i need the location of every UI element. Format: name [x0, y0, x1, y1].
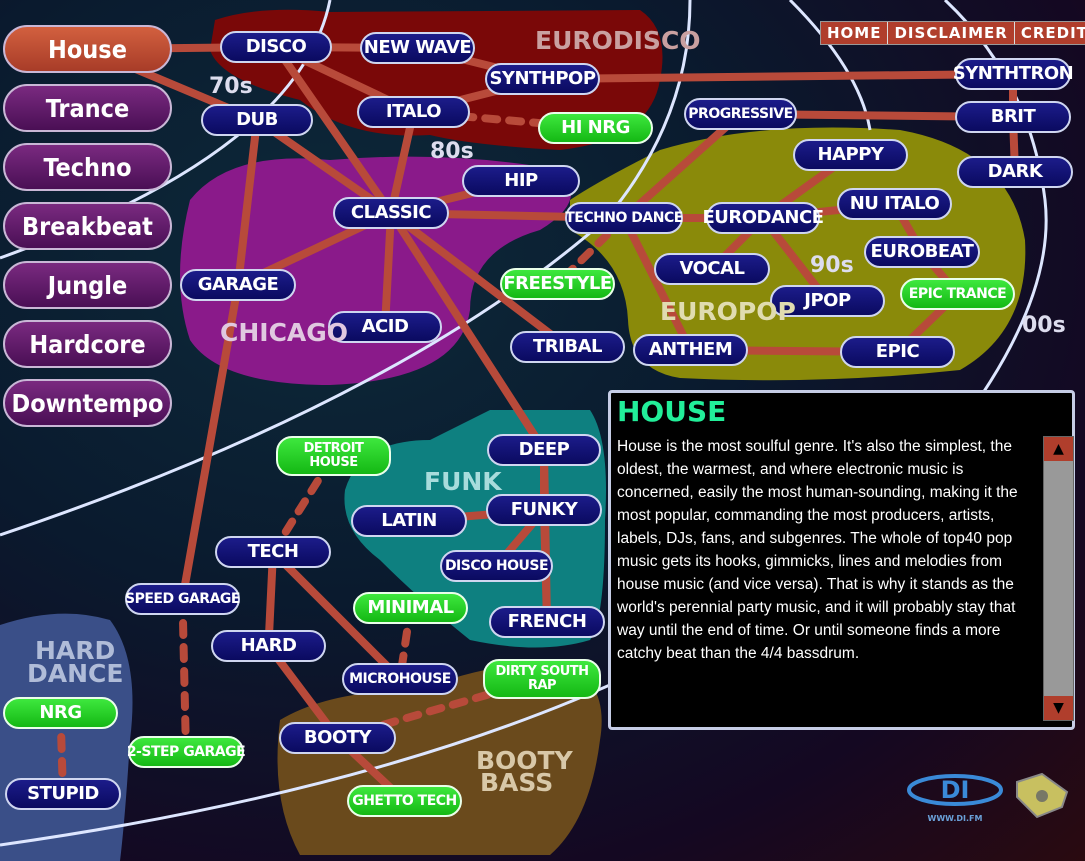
genre-node-discohouse[interactable]: DISCO HOUSE [440, 550, 553, 582]
genre-node-twostep[interactable]: 2-STEP GARAGE [127, 736, 246, 768]
satellite-icon [1016, 772, 1069, 819]
genre-node-french[interactable]: FRENCH [489, 606, 605, 638]
link-deep-french [540, 446, 551, 626]
genre-node-italo[interactable]: ITALO [357, 96, 470, 128]
region-label-booty-bass-2: BASS [480, 768, 554, 797]
di-url: WWW.DI.FM [927, 814, 983, 823]
menu-item-downtempo[interactable]: Downtempo [3, 379, 172, 427]
genre-node-garage[interactable]: GARAGE [180, 269, 296, 301]
genre-node-deep[interactable]: DEEP [487, 434, 601, 466]
genre-node-dub[interactable]: DUB [201, 104, 313, 136]
genre-node-anthem[interactable]: ANTHEM [633, 334, 748, 366]
scrollbar[interactable]: ▲ ▼ [1043, 436, 1074, 721]
link-synthpop-synthtron [538, 70, 1017, 83]
nav-home[interactable]: HOME [821, 22, 889, 44]
genre-node-synthtron[interactable]: SYNTHTRON [953, 58, 1074, 90]
genre-node-technodance[interactable]: TECHNO DANCE [565, 202, 683, 234]
genre-node-funky[interactable]: FUNKY [486, 494, 602, 526]
genre-node-eurodance[interactable]: EURODANCE [702, 202, 824, 234]
genre-node-vocal[interactable]: VOCAL [654, 253, 770, 285]
genre-node-classic[interactable]: CLASSIC [333, 197, 449, 229]
genre-node-hinrg[interactable]: HI NRG [538, 112, 653, 144]
genre-node-hip[interactable]: HIP [462, 165, 580, 197]
genre-node-nuitalo[interactable]: NU ITALO [837, 188, 952, 220]
link-technodance-anthem [620, 214, 695, 354]
genre-node-acid[interactable]: ACID [328, 311, 442, 343]
di-logo-icon: DI [907, 774, 1003, 806]
menu-item-breakbeat[interactable]: Breakbeat [3, 202, 172, 250]
menu-item-techno[interactable]: Techno [3, 143, 172, 191]
link-classic-tribal [387, 209, 572, 351]
era-label-70s: 70s [209, 74, 253, 99]
di-logo[interactable]: DI WWW.DI.FM [905, 768, 1005, 823]
genre-node-epic[interactable]: EPIC [840, 336, 955, 368]
genre-node-synthpop[interactable]: SYNTHPOP [485, 63, 600, 95]
genre-node-hard[interactable]: HARD [211, 630, 326, 662]
menu-item-trance[interactable]: Trance [3, 84, 172, 132]
era-label-90s: 90s [810, 253, 854, 278]
genre-node-tribal[interactable]: TRIBAL [510, 331, 625, 363]
genre-node-latin[interactable]: LATIN [351, 505, 467, 537]
genre-node-tech[interactable]: TECH [215, 536, 331, 568]
region-label-booty-bass-1: BOOTY [476, 746, 573, 775]
genre-info-panel: HOUSE House is the most soulful genre. I… [608, 390, 1075, 730]
menu-item-jungle[interactable]: Jungle [3, 261, 172, 309]
genre-node-jpop[interactable]: JPOP [770, 285, 885, 317]
menu-item-house[interactable]: House [3, 25, 172, 73]
link-technodance-progressive [620, 110, 745, 222]
menu-item-hardcore[interactable]: Hardcore [3, 320, 172, 368]
link-garage-speedgarage [178, 281, 242, 603]
genre-node-ghetto[interactable]: GHETTO TECH [347, 785, 462, 817]
link-italo-classic [387, 108, 418, 217]
genre-node-dark[interactable]: DARK [957, 156, 1073, 188]
nav-credits[interactable]: CREDITS [1014, 22, 1085, 44]
region-label-chicago: CHICAGO [220, 318, 349, 347]
genre-node-detroit[interactable]: DETROIT HOUSE [276, 436, 391, 476]
link-speedgarage-twostep [178, 595, 190, 756]
genre-node-newwave[interactable]: NEW WAVE [360, 32, 475, 64]
region-label-eurodisco: EURODISCO [535, 26, 701, 55]
svg-text:DI: DI [941, 776, 970, 804]
genre-node-speedgarage[interactable]: SPEED GARAGE [125, 583, 240, 615]
genre-description: House is the most soulful genre. It's al… [617, 438, 1018, 662]
genre-node-eurobeat[interactable]: EUROBEAT [864, 236, 980, 268]
region-label-hard-dance-2: DANCE [27, 659, 124, 688]
region-label-funk: FUNK [424, 467, 502, 496]
genre-node-microhouse[interactable]: MICROHOUSE [342, 663, 458, 695]
genre-node-epictrance[interactable]: EPIC TRANCE [900, 278, 1015, 310]
genre-node-progressive[interactable]: PROGRESSIVE [684, 98, 797, 130]
genre-node-stupid[interactable]: STUPID [5, 778, 121, 810]
genre-title: HOUSE [617, 395, 727, 428]
link-disco-classic [272, 43, 395, 217]
region-label-europop: EUROPOP [660, 297, 796, 326]
genre-node-dirtysouth[interactable]: DIRTY SOUTH RAP [483, 659, 601, 699]
genre-node-brit[interactable]: BRIT [955, 101, 1071, 133]
scroll-up-icon[interactable]: ▲ [1044, 437, 1073, 461]
genre-node-freestyle[interactable]: FREESTYLE [500, 268, 615, 300]
genre-node-nrg[interactable]: NRG [3, 697, 118, 729]
link-dub-garage [234, 116, 261, 289]
link-tech-microhouse [269, 548, 404, 683]
scroll-down-icon[interactable]: ▼ [1044, 696, 1073, 720]
nav-disclaimer[interactable]: DISCLAIMER [888, 22, 1015, 44]
genre-node-happy[interactable]: HAPPY [793, 139, 908, 171]
link-classic-acid [381, 209, 395, 331]
genre-node-minimal[interactable]: MINIMAL [353, 592, 468, 624]
genre-node-disco[interactable]: DISCO [220, 31, 332, 63]
era-label-00s: 00s [1022, 313, 1066, 338]
top-nav: HOME DISCLAIMER CREDITS [820, 21, 1085, 45]
era-label-80s: 80s [430, 139, 474, 164]
genre-node-booty[interactable]: BOOTY [279, 722, 396, 754]
link-classic-deep [387, 209, 548, 454]
region-label-hard-dance-1: HARD [35, 636, 116, 665]
